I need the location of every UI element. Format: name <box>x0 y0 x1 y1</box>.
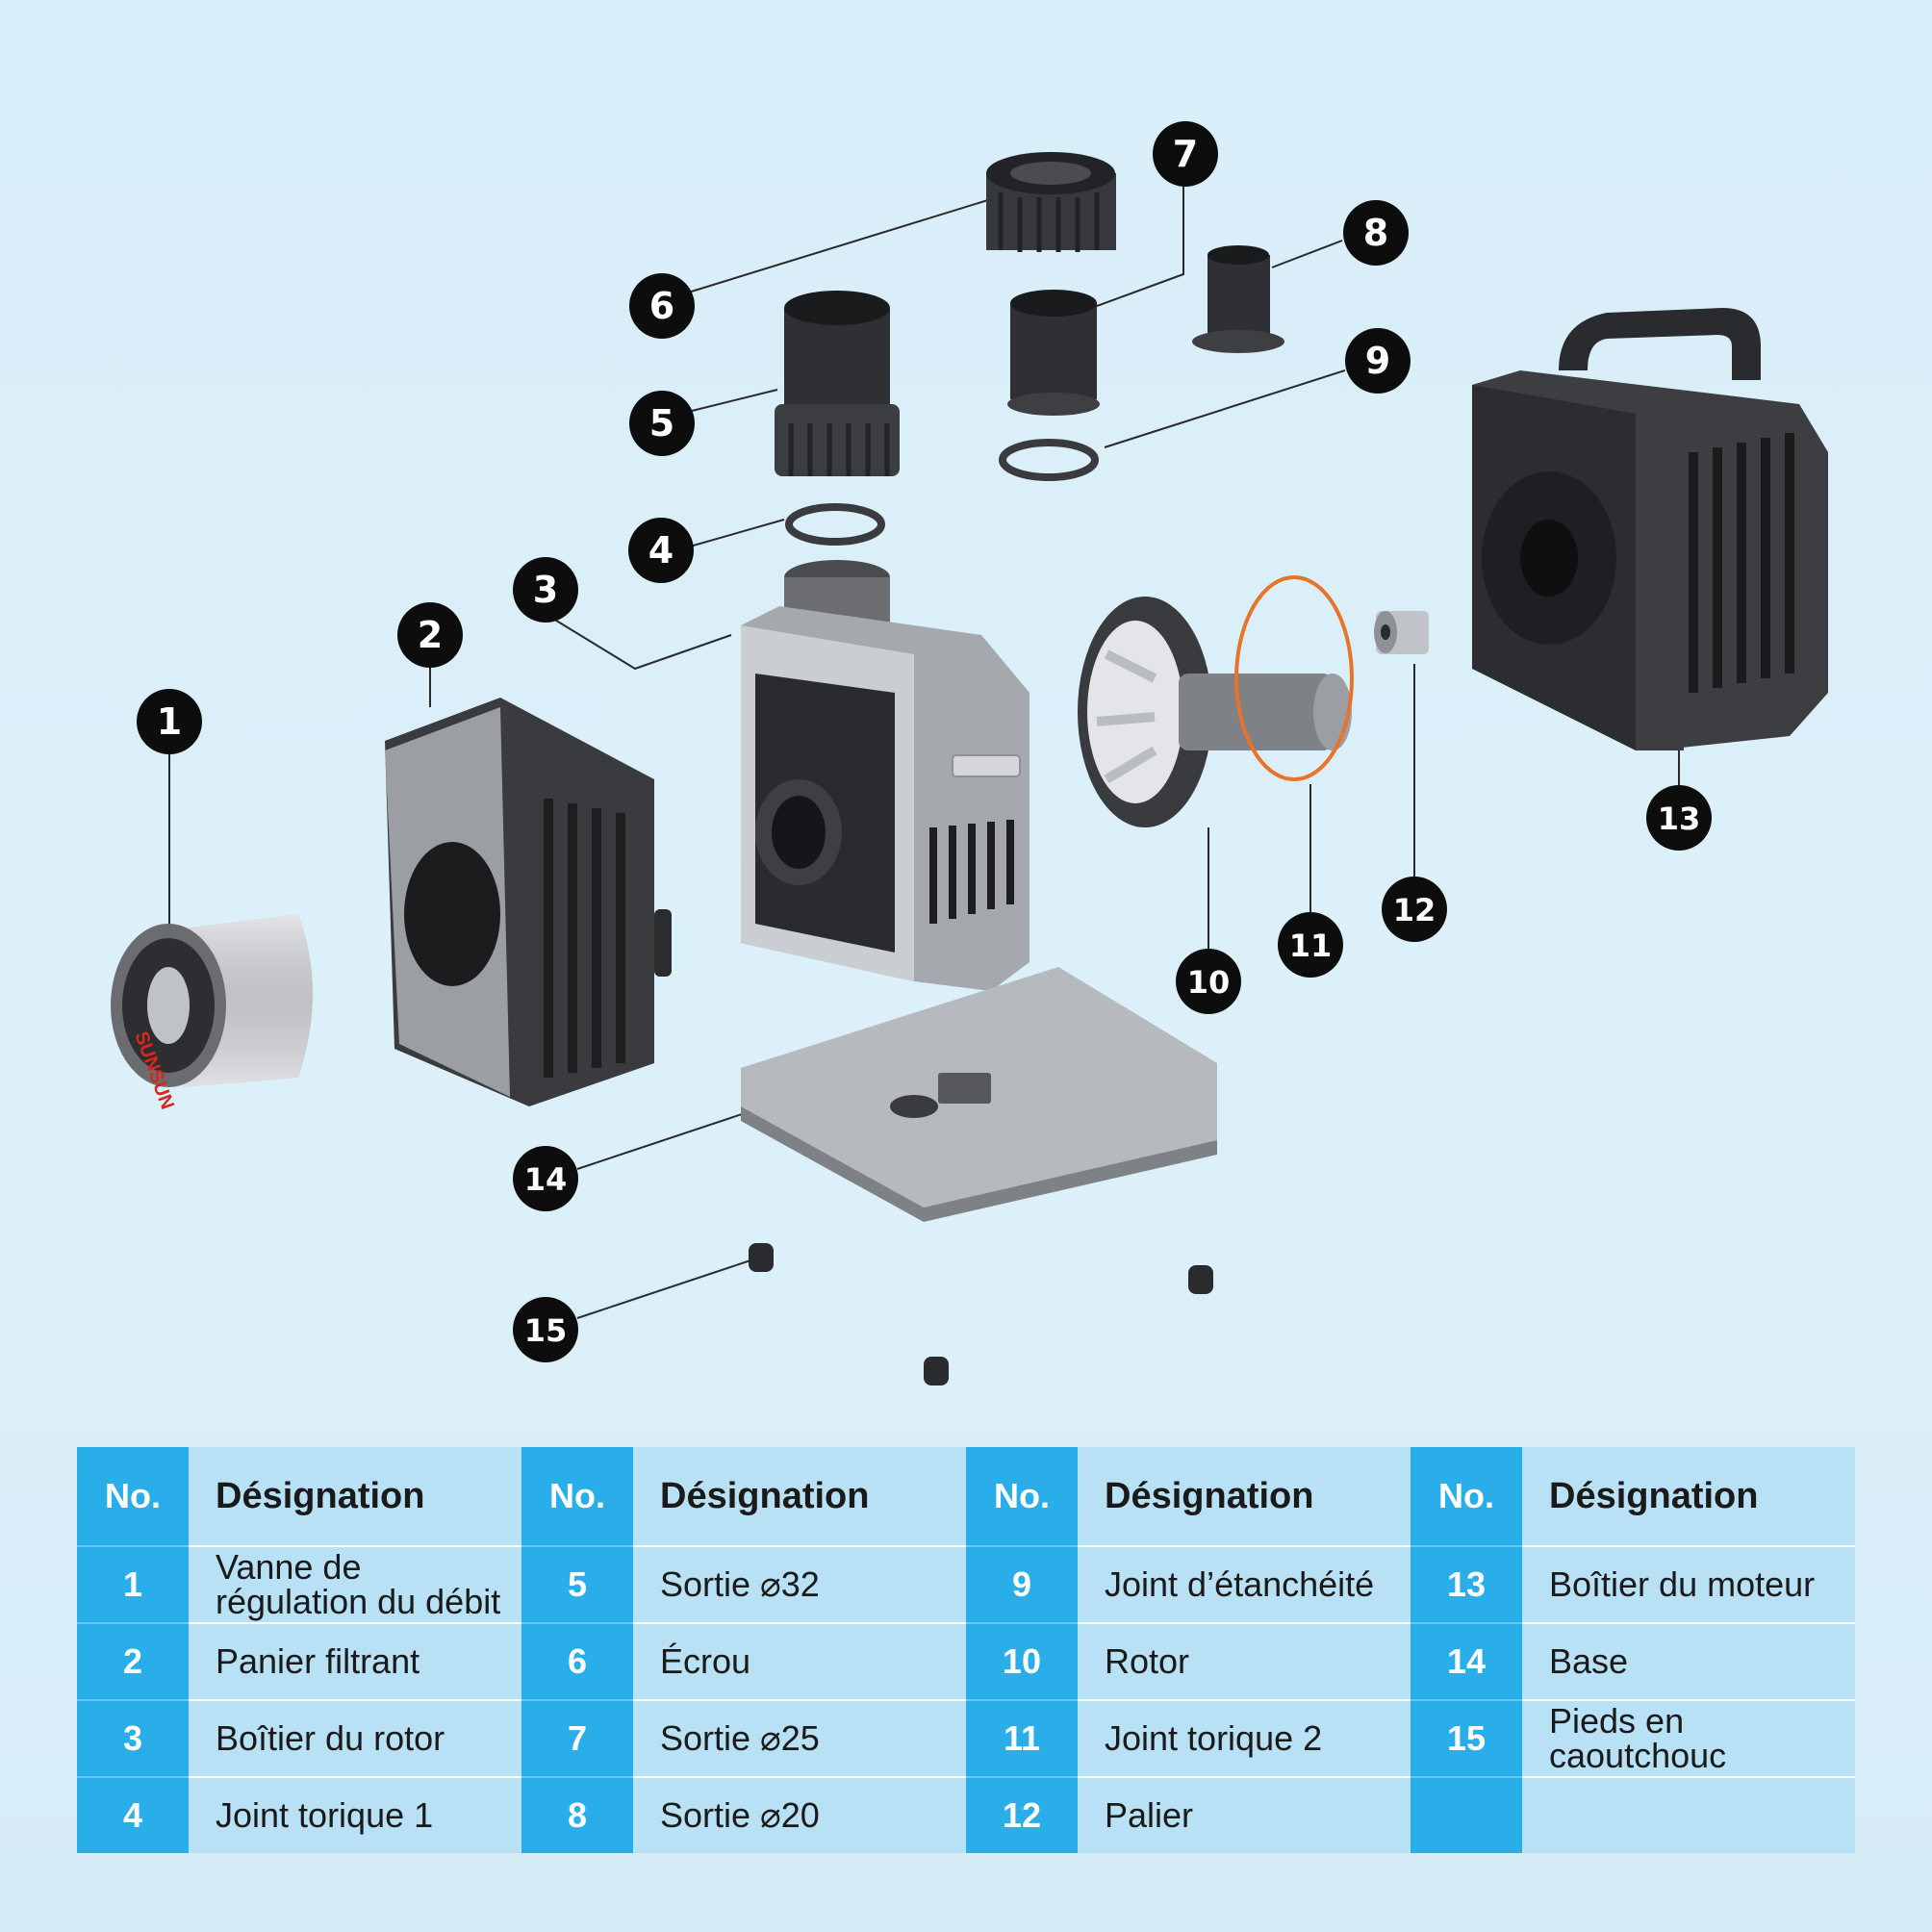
rubber-feet-part <box>749 1243 1213 1385</box>
part-number: 14 <box>1411 1622 1522 1699</box>
svg-text:10: 10 <box>1187 964 1231 1001</box>
part-name: Rotor <box>1078 1622 1411 1699</box>
part-name: Pieds en caoutchouc <box>1522 1699 1855 1776</box>
svg-text:4: 4 <box>648 529 674 572</box>
part-number: 11 <box>966 1699 1078 1776</box>
part-number: 15 <box>1411 1699 1522 1776</box>
o-ring-1-part <box>785 503 885 546</box>
part-number: 5 <box>521 1545 633 1622</box>
header-designation: Désignation <box>1522 1447 1855 1545</box>
part-name: Écrou <box>633 1622 966 1699</box>
part-name: Sortie ⌀20 <box>633 1776 966 1853</box>
part-number: 4 <box>77 1776 189 1853</box>
part-number: 13 <box>1411 1545 1522 1622</box>
part-number: 3 <box>77 1699 189 1776</box>
callout-7: 7 <box>1153 121 1218 187</box>
part-name: Boîtier du rotor <box>189 1699 521 1776</box>
header-designation: Désignation <box>633 1447 966 1545</box>
outlet-32-part <box>775 291 900 476</box>
outlet-20-part <box>1192 245 1284 353</box>
svg-text:2: 2 <box>418 614 443 656</box>
svg-text:3: 3 <box>533 569 558 611</box>
svg-text:9: 9 <box>1365 340 1390 382</box>
svg-text:6: 6 <box>649 285 674 327</box>
bearing-part <box>1374 611 1429 654</box>
part-name: Vanne de régulation du débit <box>189 1545 521 1622</box>
part-number: 2 <box>77 1622 189 1699</box>
callout-6: 6 <box>629 273 695 339</box>
part-name: Base <box>1522 1622 1855 1699</box>
rotor-housing-part <box>741 560 1030 991</box>
base-part <box>741 967 1217 1222</box>
svg-text:8: 8 <box>1363 212 1388 254</box>
part-name: Panier filtrant <box>189 1622 521 1699</box>
header-designation: Désignation <box>1078 1447 1411 1545</box>
part-number: 8 <box>521 1776 633 1853</box>
exploded-pump-diagram: SUNSUN <box>111 121 1828 1385</box>
o-ring-2-part <box>1234 575 1354 781</box>
part-name: Joint torique 1 <box>189 1776 521 1853</box>
svg-text:11: 11 <box>1289 928 1333 964</box>
part-name: Sortie ⌀25 <box>633 1699 966 1776</box>
part-number: 1 <box>77 1545 189 1622</box>
motor-housing-part <box>1472 308 1828 750</box>
part-name: Palier <box>1078 1776 1411 1853</box>
callout-10: 10 <box>1176 949 1241 1014</box>
header-no: No. <box>77 1447 189 1545</box>
part-name <box>1522 1776 1855 1853</box>
svg-text:12: 12 <box>1393 892 1436 928</box>
part-name: Joint torique 2 <box>1078 1699 1411 1776</box>
callout-badges: 1 2 3 4 5 6 7 8 9 10 11 12 13 14 15 <box>137 121 1712 1362</box>
flow-valve-part: SUNSUN <box>111 914 313 1112</box>
svg-text:13: 13 <box>1658 801 1701 837</box>
part-name: Joint d’étanchéité <box>1078 1545 1411 1622</box>
callout-2: 2 <box>397 602 463 668</box>
header-no: No. <box>966 1447 1078 1545</box>
callout-11: 11 <box>1278 912 1343 978</box>
part-number: 9 <box>966 1545 1078 1622</box>
nut-part <box>986 152 1116 252</box>
callout-12: 12 <box>1382 877 1447 942</box>
header-no: No. <box>1411 1447 1522 1545</box>
svg-text:7: 7 <box>1173 133 1198 175</box>
part-number: 7 <box>521 1699 633 1776</box>
callout-3: 3 <box>513 557 578 623</box>
svg-text:14: 14 <box>524 1161 568 1198</box>
parts-table: No. Désignation No. Désignation No. Dési… <box>77 1447 1855 1853</box>
part-number: 10 <box>966 1622 1078 1699</box>
header-designation: Désignation <box>189 1447 521 1545</box>
callout-5: 5 <box>629 391 695 456</box>
filter-basket-part <box>385 698 672 1106</box>
svg-text:15: 15 <box>524 1312 568 1349</box>
callout-4: 4 <box>628 518 694 583</box>
part-number <box>1411 1776 1522 1853</box>
seal-part <box>999 439 1099 481</box>
rotor-part <box>1078 597 1352 827</box>
callout-1: 1 <box>137 689 202 754</box>
callout-8: 8 <box>1343 200 1409 266</box>
part-name: Boîtier du moteur <box>1522 1545 1855 1622</box>
leader-lines <box>168 183 1680 1319</box>
outlet-25-part <box>1007 290 1100 416</box>
header-no: No. <box>521 1447 633 1545</box>
svg-text:5: 5 <box>649 402 674 445</box>
part-number: 12 <box>966 1776 1078 1853</box>
callout-14: 14 <box>513 1146 578 1211</box>
svg-text:1: 1 <box>157 700 182 743</box>
part-name: Sortie ⌀32 <box>633 1545 966 1622</box>
callout-15: 15 <box>513 1297 578 1362</box>
callout-9: 9 <box>1345 328 1411 394</box>
part-number: 6 <box>521 1622 633 1699</box>
callout-13: 13 <box>1646 785 1712 851</box>
